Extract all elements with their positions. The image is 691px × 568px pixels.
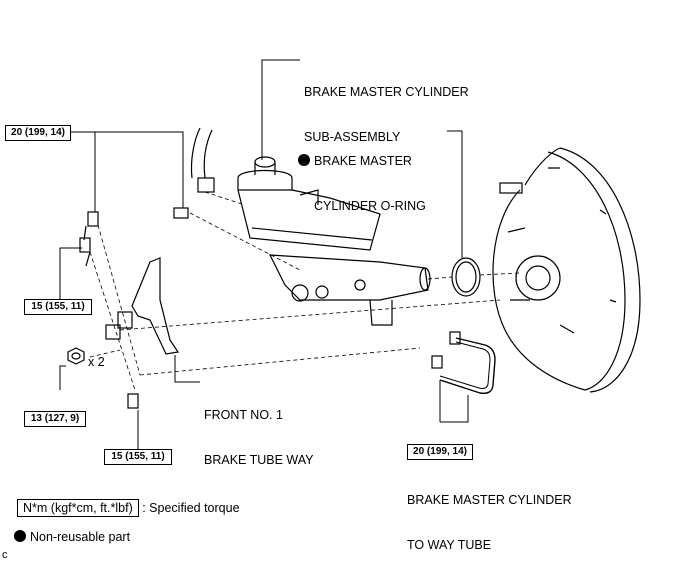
master-cylinder-drawing	[190, 127, 431, 326]
legend-torque-box: N*m (kgf*cm, ft.*lbf)	[17, 499, 139, 517]
filled-circle-icon	[14, 530, 26, 542]
torque-box-top-left: 20 (199, 14)	[5, 125, 71, 141]
legend-torque: N*m (kgf*cm, ft.*lbf) : Specified torque	[17, 499, 240, 517]
callout-tube-way-line1: FRONT NO. 1	[204, 408, 283, 422]
nonreusable-marker-icon	[298, 154, 310, 166]
legend-nonreusable: Non-reusable part	[14, 529, 130, 545]
callout-way-tube: BRAKE MASTER CYLINDER TO WAY TUBE	[407, 463, 572, 568]
tube-fittings-drawing	[79, 207, 461, 409]
callout-way-tube-line1: BRAKE MASTER CYLINDER	[407, 493, 572, 507]
callout-way-tube-line2: TO WAY TUBE	[407, 538, 492, 552]
torque-box-way-tube: 20 (199, 14)	[407, 444, 473, 460]
legend-nonreusable-text: Non-reusable part	[30, 530, 131, 544]
legend-torque-text: : Specified torque	[142, 501, 240, 515]
callout-master-cylinder: BRAKE MASTER CYLINDER SUB-ASSEMBLY	[304, 55, 469, 160]
callout-master-cylinder-line2: SUB-ASSEMBLY	[304, 130, 401, 144]
callout-tube-way-line2: BRAKE TUBE WAY	[204, 453, 314, 467]
corner-mark: c	[2, 549, 8, 561]
torque-box-nut: 13 (127, 9)	[24, 411, 86, 427]
torque-box-bottom: 15 (155, 11)	[104, 449, 172, 465]
callout-master-cylinder-line1: BRAKE MASTER CYLINDER	[304, 85, 469, 99]
callout-o-ring-line1: BRAKE MASTER	[314, 154, 412, 168]
torque-box-mid-left: 15 (155, 11)	[24, 299, 92, 315]
nut-drawing	[67, 347, 85, 365]
callout-tube-way: FRONT NO. 1 BRAKE TUBE WAY	[204, 378, 314, 483]
brake-booster-drawing	[492, 147, 641, 393]
way-tube-drawing	[439, 337, 496, 395]
nut-quantity: x 2	[88, 355, 105, 369]
callout-o-ring: BRAKE MASTER CYLINDER O-RING	[298, 124, 426, 229]
tube-way-bracket-drawing	[105, 257, 180, 355]
callout-o-ring-line2: CYLINDER O-RING	[314, 199, 426, 213]
